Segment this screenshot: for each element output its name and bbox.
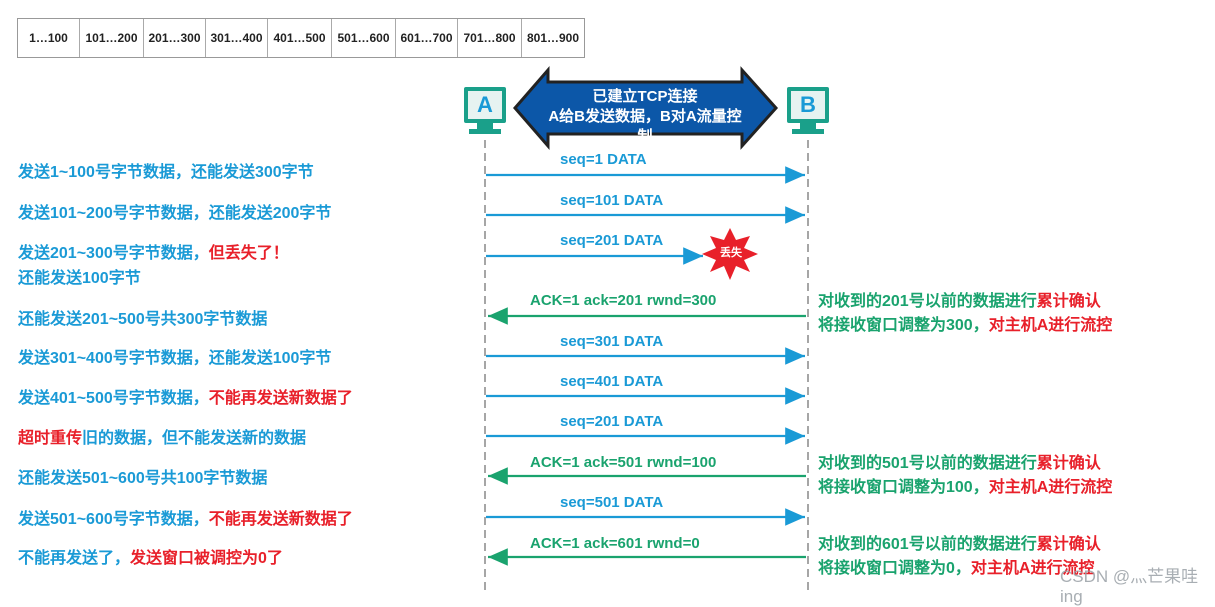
banner-line2: A给B发送数据，B对A流量控制	[548, 108, 742, 145]
banner-line1: 已建立TCP连接	[592, 88, 698, 105]
host-b: B	[786, 86, 830, 140]
right-note: 对收到的601号以前的数据进行累计确认将接收窗口调整为0，对主机A进行流控	[818, 536, 1101, 577]
left-note: 还能发送501~600号共100字节数据	[18, 470, 268, 487]
buffer-cell: 101…200	[80, 19, 144, 57]
left-note: 超时重传旧的数据，但不能发送新的数据	[18, 430, 307, 447]
watermark: CSDN @灬芒果哇ing	[1060, 567, 1199, 606]
buffer-cell: 501…600	[332, 19, 396, 57]
left-note: 发送401~500号字节数据，不能再发送新数据了	[18, 390, 353, 407]
msg-2-label: seq=101 DATA	[560, 192, 664, 209]
right-note: 对收到的201号以前的数据进行累计确认将接收窗口调整为300，对主机A进行流控	[818, 293, 1113, 334]
msg-7-label: seq=201 DATA	[560, 413, 664, 430]
left-note: 发送301~400号字节数据，还能发送100字节	[18, 350, 332, 367]
buffer-cell: 201…300	[144, 19, 206, 57]
msg-9-label: seq=501 DATA	[560, 494, 664, 511]
connection-banner-arrow	[513, 65, 779, 151]
right-note: 对收到的501号以前的数据进行累计确认将接收窗口调整为100，对主机A进行流控	[818, 455, 1113, 496]
left-note: 还能发送100字节	[18, 270, 141, 287]
computer-b-icon	[787, 87, 829, 134]
msg-3-label: seq=201 DATA	[560, 232, 664, 249]
left-note: 发送1~100号字节数据，还能发送300字节	[18, 164, 314, 181]
host-b-label: B	[800, 92, 816, 117]
msg-5-label: seq=301 DATA	[560, 333, 664, 350]
left-note: 不能再发送了，发送窗口被调控为0了	[18, 550, 283, 567]
buffer-cell: 601…700	[396, 19, 458, 57]
buffer-cell: 801…900	[526, 31, 580, 45]
host-a: A	[463, 86, 507, 140]
connection-banner: 已建立TCP连接 A给B发送数据，B对A流量控制	[548, 87, 742, 147]
left-note: 还能发送201~500号共300字节数据	[18, 311, 268, 328]
buffer-cell: 701…800	[458, 19, 522, 57]
left-note: 发送201~300号字节数据，但丢失了！	[18, 245, 289, 262]
buffer-cell: 401…500	[268, 19, 332, 57]
sequence-diagram	[484, 65, 809, 590]
left-note: 发送101~200号字节数据，还能发送200字节	[18, 205, 332, 222]
lost-burst-icon	[702, 228, 758, 280]
msg-4-label: ACK=1 ack=201 rwnd=300	[530, 292, 717, 309]
msg-6-label: seq=401 DATA	[560, 373, 664, 390]
msg-8-label: ACK=1 ack=501 rwnd=100	[530, 454, 717, 471]
msg-10-label: ACK=1 ack=601 rwnd=0	[530, 535, 700, 552]
msg-1-label: seq=1 DATA	[560, 151, 647, 168]
left-note: 发送501~600号字节数据，不能再发送新数据了	[18, 511, 353, 528]
lost-label: 丢失	[720, 247, 742, 259]
computer-a-icon	[464, 87, 506, 134]
host-a-label: A	[477, 92, 493, 117]
buffer-cell: 301…400	[206, 19, 268, 57]
buffer-cell: 1…100	[18, 19, 80, 57]
